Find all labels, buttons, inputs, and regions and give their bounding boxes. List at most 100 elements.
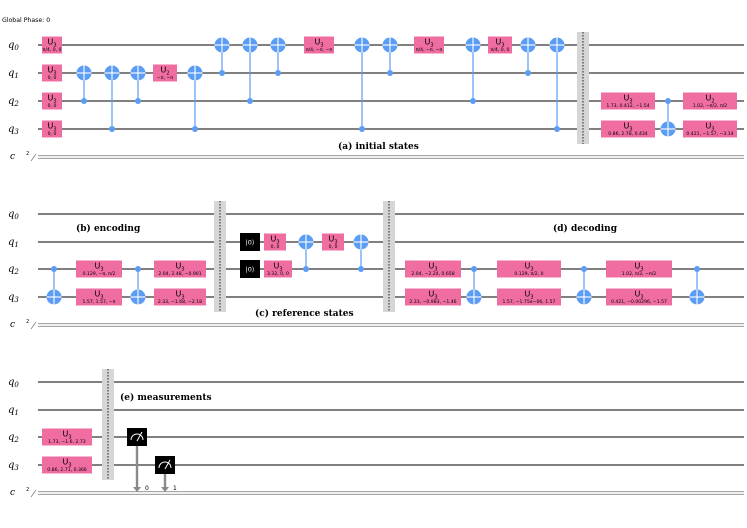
classical-label-c: c <box>10 488 15 498</box>
gate-name-letter: U <box>94 262 100 271</box>
gate-box <box>497 260 561 278</box>
gate-name-letter: U <box>273 262 279 271</box>
gate-name-letter: U <box>270 235 276 244</box>
qubit-label-q0: q0 <box>8 377 19 389</box>
row-1-labels: q0 q1 q2 q3 c 2 <box>8 40 29 162</box>
gate-box <box>154 260 206 278</box>
gate-name-letter: U <box>524 262 530 271</box>
gate-box <box>683 120 737 138</box>
gate-params: 0, 0 <box>48 75 57 81</box>
classical-width-label: 2 <box>26 319 29 325</box>
control-dot <box>525 70 531 76</box>
classical-bus-slash <box>30 321 37 330</box>
gate-name-subscript: 3 <box>334 240 337 246</box>
gate-name: U3 <box>47 122 56 133</box>
gate-params: 1.73, 0.412, −1.54 <box>606 103 649 109</box>
gate-r2-f: U33.32, 0, 0 <box>264 260 292 278</box>
meter-arc-icon <box>158 461 172 469</box>
reset-gates: |0⟩|0⟩ <box>240 233 260 278</box>
control-dot <box>81 98 87 104</box>
gate-name-subscript: 3 <box>181 267 184 273</box>
gate-params: 2.04, 2.48, −0.901 <box>158 271 201 277</box>
gate-name-letter: U <box>47 122 53 131</box>
gate-box <box>154 288 206 306</box>
control-dot <box>192 126 198 132</box>
measure-gate: 0 <box>127 428 149 492</box>
cnot-target-icon <box>214 37 230 53</box>
gate-name-subscript: 3 <box>501 43 504 49</box>
gate-name: U3 <box>634 290 643 301</box>
gate-name: U3 <box>428 262 437 273</box>
gate-box <box>414 36 444 54</box>
gate-r1-f: U3π/4, −π, −π <box>304 36 334 54</box>
gate-name: U3 <box>314 38 323 49</box>
gate-box <box>264 233 286 251</box>
cnot-target-icon <box>660 121 676 137</box>
gate-box <box>601 120 655 138</box>
control-dot <box>665 98 671 104</box>
gate-box <box>601 92 655 110</box>
gate-r1-c: U30, 0 <box>42 92 62 110</box>
gate-params: 0.86, 2.78, 0.434 <box>608 131 648 137</box>
gate-name-letter: U <box>47 38 53 47</box>
cnot-target-icon <box>104 65 120 81</box>
qubit-label-q0: q0 <box>8 209 19 221</box>
gate-name-letter: U <box>62 458 68 467</box>
gate-box <box>42 120 62 138</box>
cnot-target-icon <box>520 37 536 53</box>
reset-gate: |0⟩ <box>240 233 260 251</box>
gate-box <box>405 260 461 278</box>
gate-name-subscript: 3 <box>530 267 533 273</box>
gate-params: 0, 0 <box>271 244 280 250</box>
gate-box <box>42 92 62 110</box>
qubit-label-q1: q1 <box>8 68 19 80</box>
gate-r1-d: U30, 0 <box>42 120 62 138</box>
cnot-target-icon <box>466 289 482 305</box>
section-title-decoding: (d) decoding <box>553 223 618 234</box>
barrier <box>577 32 589 144</box>
meter-box <box>127 428 147 446</box>
control-dot <box>303 266 309 272</box>
gate-box <box>264 260 292 278</box>
gate-name-letter: U <box>428 262 434 271</box>
reset-box <box>240 233 260 251</box>
gate-box <box>304 36 334 54</box>
gate-r2-c: U32.04, 2.48, −0.901 <box>154 260 206 278</box>
gate-name-letter: U <box>705 122 711 131</box>
gate-params: 0, 0 <box>48 103 57 109</box>
gate-name-subscript: 3 <box>53 71 56 77</box>
gate-name-letter: U <box>623 94 629 103</box>
gate-r1-l: U30.421, −1.57, −3.14 <box>683 120 737 138</box>
gate-box <box>42 456 92 474</box>
gate-name: U3 <box>273 262 282 273</box>
cnot-target-icon <box>576 289 592 305</box>
gate-r1-h: U3π/4, 0, 0 <box>488 36 512 54</box>
control-dot <box>471 266 477 272</box>
gate-r2-k: U31.57, −1.75e−06, 1.57 <box>497 288 561 306</box>
measure-bit-label: 0 <box>145 485 149 492</box>
control-dot <box>51 266 57 272</box>
gate-name: U3 <box>524 262 533 273</box>
gate-name-subscript: 3 <box>320 43 323 49</box>
gate-r2-h: U32.04, −2.24, 0.658 <box>405 260 461 278</box>
gate-r2-j: U30.129, π/2, 0 <box>497 260 561 278</box>
gate-r1-a: U3π/4, 0, 0 <box>42 36 62 54</box>
gate-box <box>497 288 561 306</box>
measure-arrow-icon <box>161 487 169 492</box>
gate-name: U3 <box>47 94 56 105</box>
gate-name-letter: U <box>47 94 53 103</box>
meter-arc-icon <box>130 433 144 441</box>
gate-box <box>606 288 672 306</box>
gate-params: 0, 0 <box>329 244 338 250</box>
gate-name-letter: U <box>634 290 640 299</box>
gate-name: U3 <box>705 122 714 133</box>
gate-params: 1.02, −π/2, π/2 <box>693 103 727 109</box>
gate-name: U3 <box>424 38 433 49</box>
gate-params: 1.57, 1.57, −π <box>83 299 116 305</box>
gate-params: 0, 0 <box>48 131 57 137</box>
gate-r2-b: U31.57, 1.57, −π <box>76 288 122 306</box>
gate-name: U3 <box>47 38 56 49</box>
gate-name-subscript: 3 <box>53 99 56 105</box>
gate-name-subscript: 3 <box>68 463 71 469</box>
